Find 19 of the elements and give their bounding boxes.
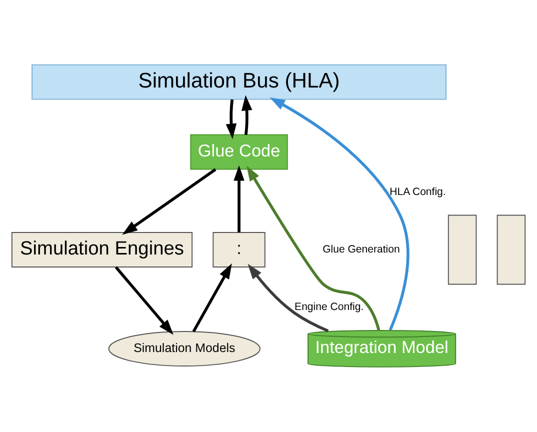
arrow <box>270 97 410 331</box>
node-box <box>448 214 477 285</box>
node-box: Simulation Engines <box>11 232 193 268</box>
arrow <box>114 266 174 335</box>
node-box <box>496 214 526 285</box>
edge-label: Engine Config. <box>294 300 364 313</box>
arrow <box>226 99 237 140</box>
arrow <box>242 95 252 135</box>
arrow <box>122 168 216 235</box>
node-ellipse: Simulation Models <box>108 331 261 366</box>
arrow <box>248 264 329 332</box>
node-box: Glue Code <box>190 134 288 170</box>
arrow <box>246 166 380 330</box>
arrow <box>192 263 232 332</box>
edge-label: Glue Generation <box>322 243 400 256</box>
node-box: : <box>212 232 266 268</box>
arrow <box>234 165 244 232</box>
edge-label: HLA Config. <box>390 186 446 198</box>
node-box: Simulation Bus (HLA) <box>32 64 446 100</box>
